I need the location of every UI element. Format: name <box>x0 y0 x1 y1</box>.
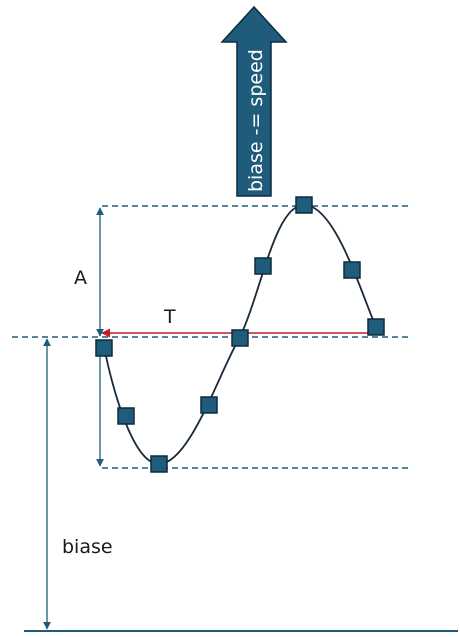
sample-point <box>150 455 168 473</box>
sample-point <box>231 329 249 347</box>
sample-point <box>200 396 218 414</box>
amplitude-label: A <box>74 267 87 289</box>
sample-point <box>95 339 113 357</box>
sample-point <box>295 196 313 214</box>
sample-point <box>343 261 361 279</box>
period-label: T <box>163 306 176 328</box>
sample-point <box>254 257 272 275</box>
sample-points <box>95 196 385 473</box>
sample-point <box>117 407 135 425</box>
speed-arrow: biase -= speed <box>220 5 288 197</box>
bias-label: biase <box>62 536 113 558</box>
speed-arrow-shape <box>220 5 288 197</box>
speed-arrow-label: biase -= speed <box>245 49 267 192</box>
sample-point <box>367 318 385 336</box>
